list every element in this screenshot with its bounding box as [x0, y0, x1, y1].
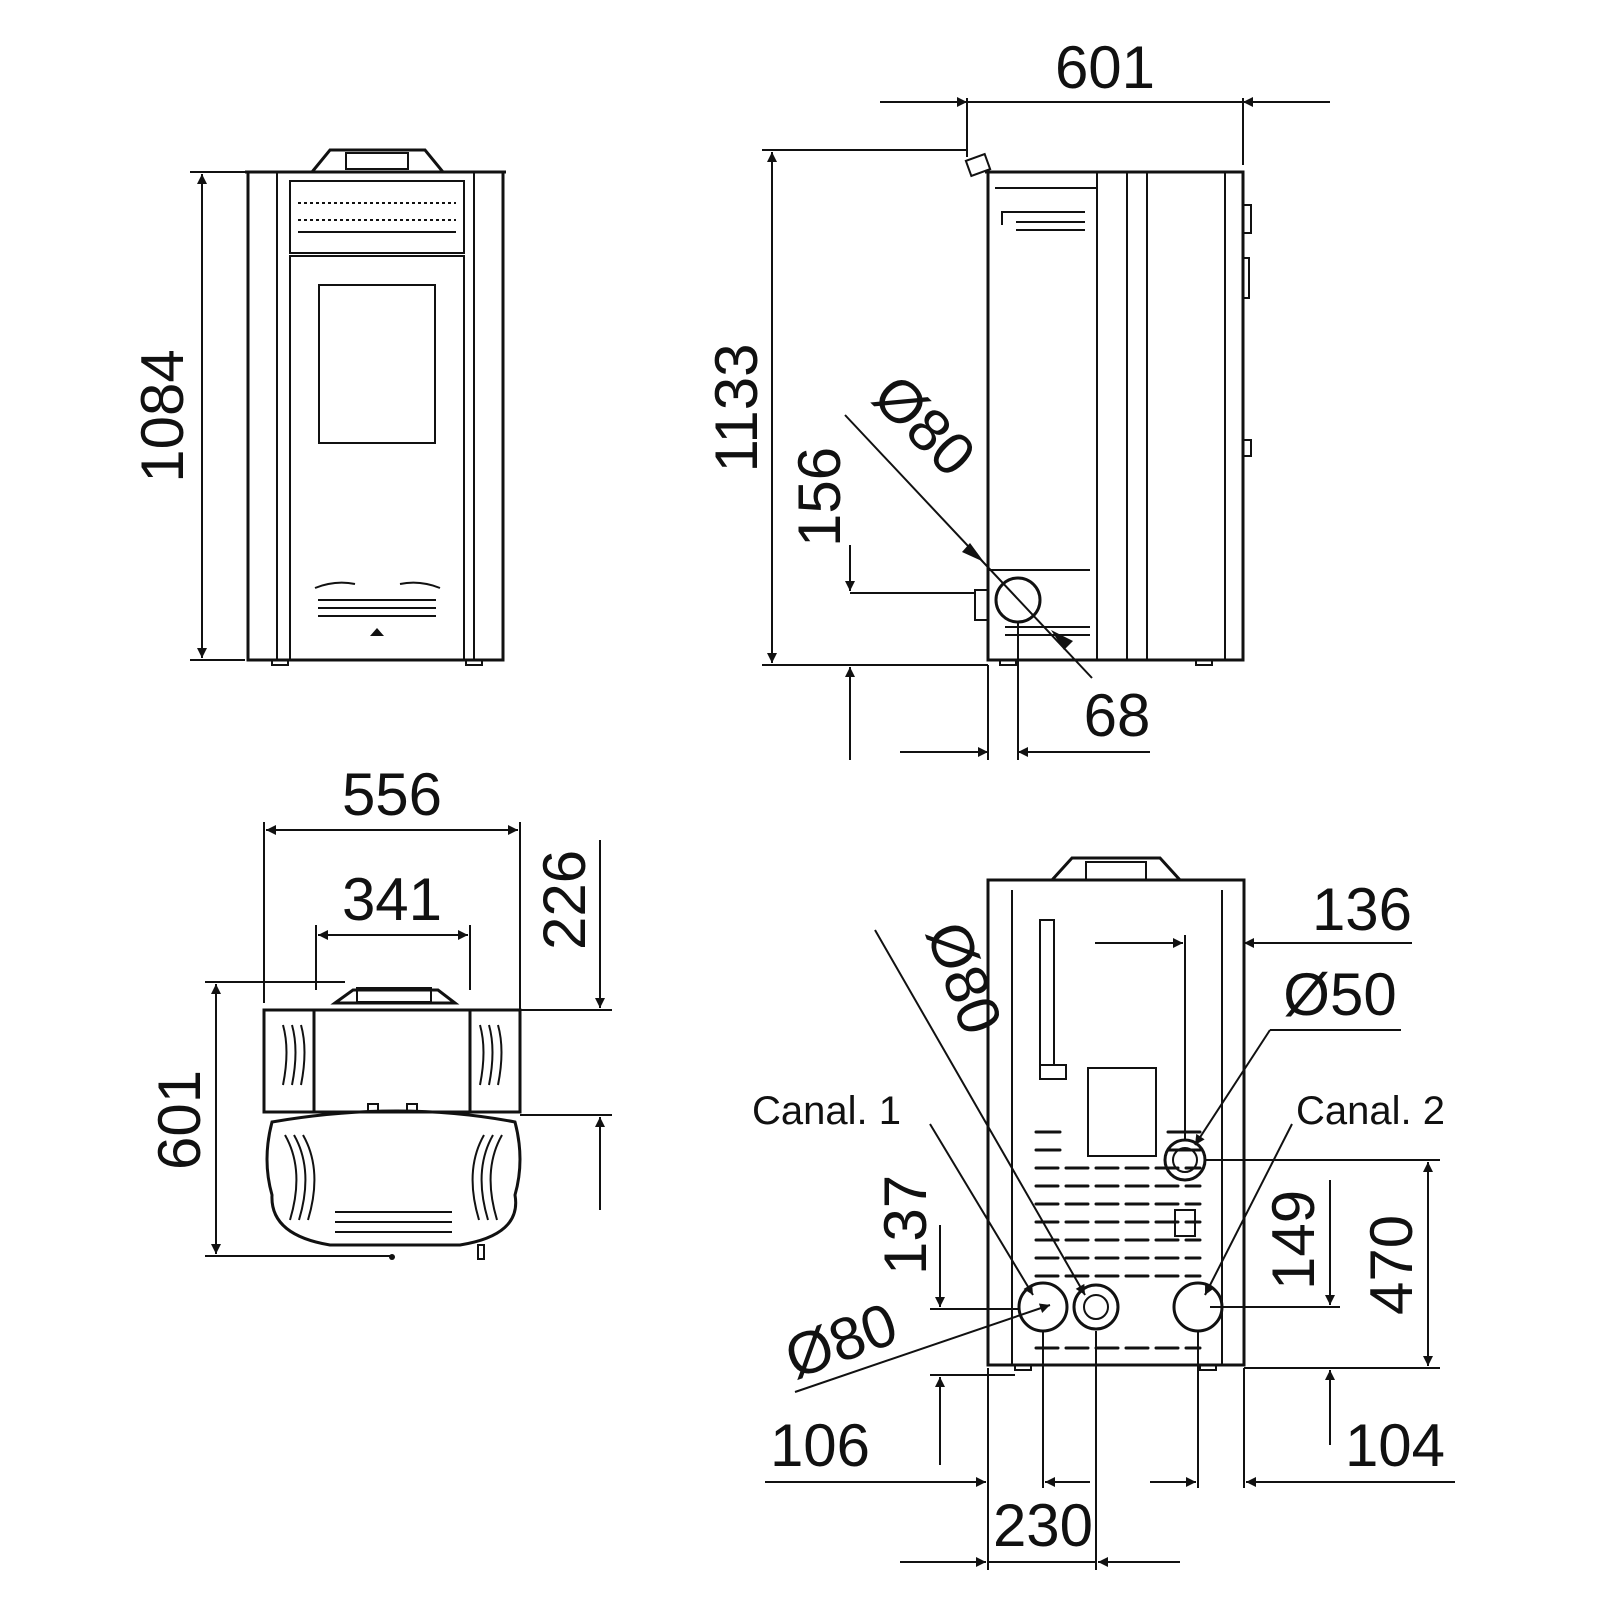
top-view: 556 341 601 226 — [146, 761, 612, 1260]
outlet-height-dim: 156 — [786, 447, 853, 547]
back-dim-470: 470 — [1358, 1215, 1425, 1315]
back-dim-137: 137 — [872, 1175, 939, 1275]
back-dim-104: 104 — [1345, 1412, 1445, 1479]
front-view: 1084 — [129, 148, 506, 666]
back-dim-d80-bottom: Ø80 — [776, 1290, 905, 1392]
top-width-dim: 556 — [342, 761, 442, 828]
top-offset-dim: 226 — [531, 850, 598, 950]
outlet-diameter-dim: Ø80 — [861, 362, 989, 490]
vent-slots — [1034, 1130, 1202, 1350]
front-height-dim: 1084 — [129, 349, 196, 482]
back-dim-136: 136 — [1312, 876, 1412, 943]
label-canal-1: Canal. 1 — [752, 1089, 901, 1133]
side-width-dim: 601 — [1055, 34, 1155, 101]
back-dim-d50: Ø50 — [1283, 961, 1396, 1028]
top-depth-dim: 601 — [146, 1070, 213, 1170]
back-dim-230: 230 — [993, 1492, 1093, 1559]
label-canal-2: Canal. 2 — [1296, 1089, 1445, 1133]
outlet-offset-dim: 68 — [1084, 682, 1151, 749]
back-dim-149: 149 — [1260, 1190, 1327, 1290]
top-inner-width-dim: 341 — [342, 866, 442, 933]
back-view: 136 Ø50 Ø80 Canal. 1 Canal. 2 470 149 13… — [752, 856, 1455, 1570]
side-height-dim: 1133 — [703, 343, 770, 472]
side-view: 601 1133 156 Ø80 68 — [703, 34, 1330, 760]
back-dim-106: 106 — [770, 1412, 870, 1479]
